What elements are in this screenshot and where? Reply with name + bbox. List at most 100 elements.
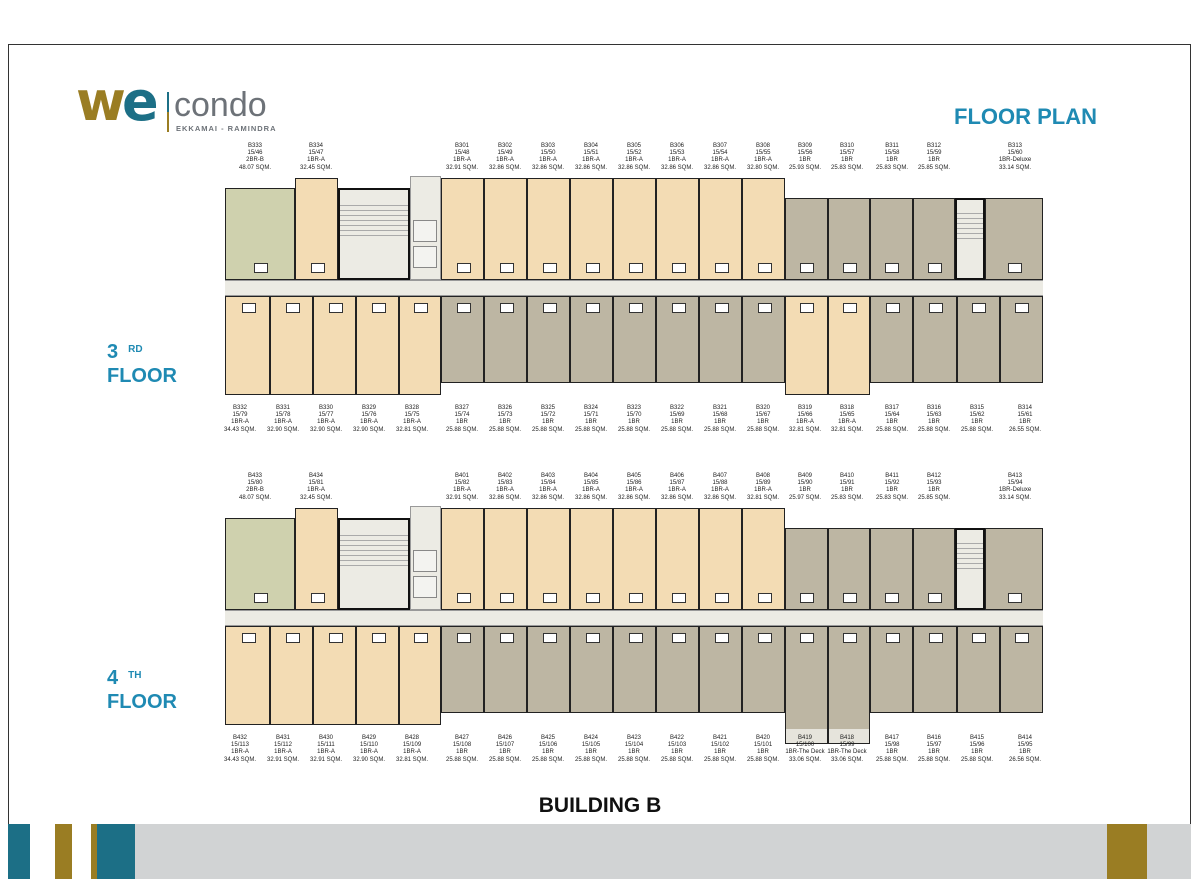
unit-B313[interactable] bbox=[985, 198, 1043, 280]
unit-B434[interactable] bbox=[295, 508, 338, 610]
unit-code: 15/84 bbox=[540, 480, 556, 487]
unit-B407[interactable] bbox=[699, 508, 742, 610]
unit-B419[interactable] bbox=[785, 626, 828, 744]
bathroom bbox=[757, 633, 772, 643]
unit-B324[interactable] bbox=[570, 296, 613, 383]
unit-B411[interactable] bbox=[870, 528, 913, 610]
unit-B315[interactable] bbox=[956, 296, 1000, 383]
elevator bbox=[413, 576, 437, 598]
unit-B426[interactable] bbox=[484, 626, 527, 713]
unit-id: B413 bbox=[1007, 473, 1022, 479]
unit-B322[interactable] bbox=[656, 296, 699, 383]
unit-B401[interactable] bbox=[441, 508, 484, 610]
bathroom bbox=[714, 633, 729, 643]
unit-code: 15/95 bbox=[1017, 742, 1033, 749]
unit-B318[interactable] bbox=[827, 296, 870, 395]
unit-B421[interactable] bbox=[699, 626, 742, 713]
unit-B418[interactable] bbox=[827, 626, 870, 744]
unit-B410[interactable] bbox=[827, 528, 870, 610]
unit-B406[interactable] bbox=[656, 508, 699, 610]
unit-B333[interactable] bbox=[225, 188, 295, 280]
bathroom bbox=[972, 633, 987, 643]
unit-id: B331 bbox=[275, 405, 290, 411]
unit-B302[interactable] bbox=[484, 178, 527, 280]
unit-B414[interactable] bbox=[999, 626, 1043, 713]
unit-B332[interactable] bbox=[225, 296, 270, 395]
bathroom bbox=[1008, 263, 1022, 273]
unit-B428[interactable] bbox=[399, 626, 441, 725]
unit-B331[interactable] bbox=[270, 296, 313, 395]
unit-code: 15/102 bbox=[710, 742, 730, 749]
unit-B317[interactable] bbox=[870, 296, 914, 383]
unit-B413[interactable] bbox=[985, 528, 1043, 610]
unit-B402[interactable] bbox=[484, 508, 527, 610]
unit-B417[interactable] bbox=[870, 626, 914, 713]
unit-B319[interactable] bbox=[785, 296, 828, 395]
unit-B412[interactable] bbox=[912, 528, 955, 610]
unit-B404[interactable] bbox=[570, 508, 613, 610]
unit-area: 25.88 SQM. bbox=[445, 756, 478, 763]
unit-B325[interactable] bbox=[527, 296, 570, 383]
unit-B425[interactable] bbox=[527, 626, 570, 713]
unit-type: 1BR bbox=[799, 157, 811, 164]
unit-B329[interactable] bbox=[356, 296, 399, 395]
unit-code: 15/90 bbox=[797, 480, 813, 487]
unit-id: B332 bbox=[232, 405, 247, 411]
unit-B326[interactable] bbox=[484, 296, 527, 383]
unit-B312[interactable] bbox=[912, 198, 955, 280]
unit-B420[interactable] bbox=[742, 626, 785, 713]
unit-B429[interactable] bbox=[356, 626, 399, 725]
unit-B304[interactable] bbox=[570, 178, 613, 280]
unit-B432[interactable] bbox=[225, 626, 270, 725]
bathroom bbox=[456, 593, 471, 603]
unit-B405[interactable] bbox=[613, 508, 656, 610]
unit-B320[interactable] bbox=[742, 296, 785, 383]
unit-id: B421 bbox=[712, 735, 727, 741]
unit-B409[interactable] bbox=[785, 528, 828, 610]
unit-area: 25.93 SQM. bbox=[788, 164, 821, 171]
unit-B328[interactable] bbox=[399, 296, 441, 395]
unit-B416[interactable] bbox=[913, 626, 957, 713]
unit-B307[interactable] bbox=[699, 178, 742, 280]
unit-B321[interactable] bbox=[699, 296, 742, 383]
unit-B327[interactable] bbox=[441, 296, 484, 383]
unit-type: 1BR bbox=[499, 749, 511, 756]
unit-B424[interactable] bbox=[570, 626, 613, 713]
unit-B314[interactable] bbox=[999, 296, 1043, 383]
unit-B310[interactable] bbox=[827, 198, 870, 280]
unit-B427[interactable] bbox=[441, 626, 484, 713]
unit-B305[interactable] bbox=[613, 178, 656, 280]
unit-B415[interactable] bbox=[956, 626, 1000, 713]
unit-id: B320 bbox=[755, 405, 770, 411]
unit-B316[interactable] bbox=[913, 296, 957, 383]
unit-B422[interactable] bbox=[656, 626, 699, 713]
unit-B309[interactable] bbox=[785, 198, 828, 280]
unit-B311[interactable] bbox=[870, 198, 913, 280]
unit-B334[interactable] bbox=[295, 178, 338, 280]
unit-id: B423 bbox=[626, 735, 641, 741]
footer-bar-gold bbox=[91, 824, 97, 879]
unit-id: B410 bbox=[839, 473, 854, 479]
unit-B408[interactable] bbox=[742, 508, 785, 610]
unit-type: 1BR bbox=[928, 419, 940, 426]
unit-B330[interactable] bbox=[313, 296, 356, 395]
unit-B430[interactable] bbox=[313, 626, 356, 725]
unit-type: 1BR bbox=[714, 749, 726, 756]
unit-id: B310 bbox=[839, 143, 854, 149]
unit-B323[interactable] bbox=[613, 296, 656, 383]
unit-id: B316 bbox=[926, 405, 941, 411]
unit-B301[interactable] bbox=[441, 178, 484, 280]
unit-B303[interactable] bbox=[527, 178, 570, 280]
unit-type: 1BR bbox=[799, 487, 811, 494]
unit-B306[interactable] bbox=[656, 178, 699, 280]
unit-B433[interactable] bbox=[225, 518, 295, 610]
unit-code: 15/54 bbox=[712, 150, 728, 157]
unit-B308[interactable] bbox=[742, 178, 785, 280]
unit-B431[interactable] bbox=[270, 626, 313, 725]
unit-code: 15/98 bbox=[884, 742, 900, 749]
unit-B423[interactable] bbox=[613, 626, 656, 713]
unit-B403[interactable] bbox=[527, 508, 570, 610]
